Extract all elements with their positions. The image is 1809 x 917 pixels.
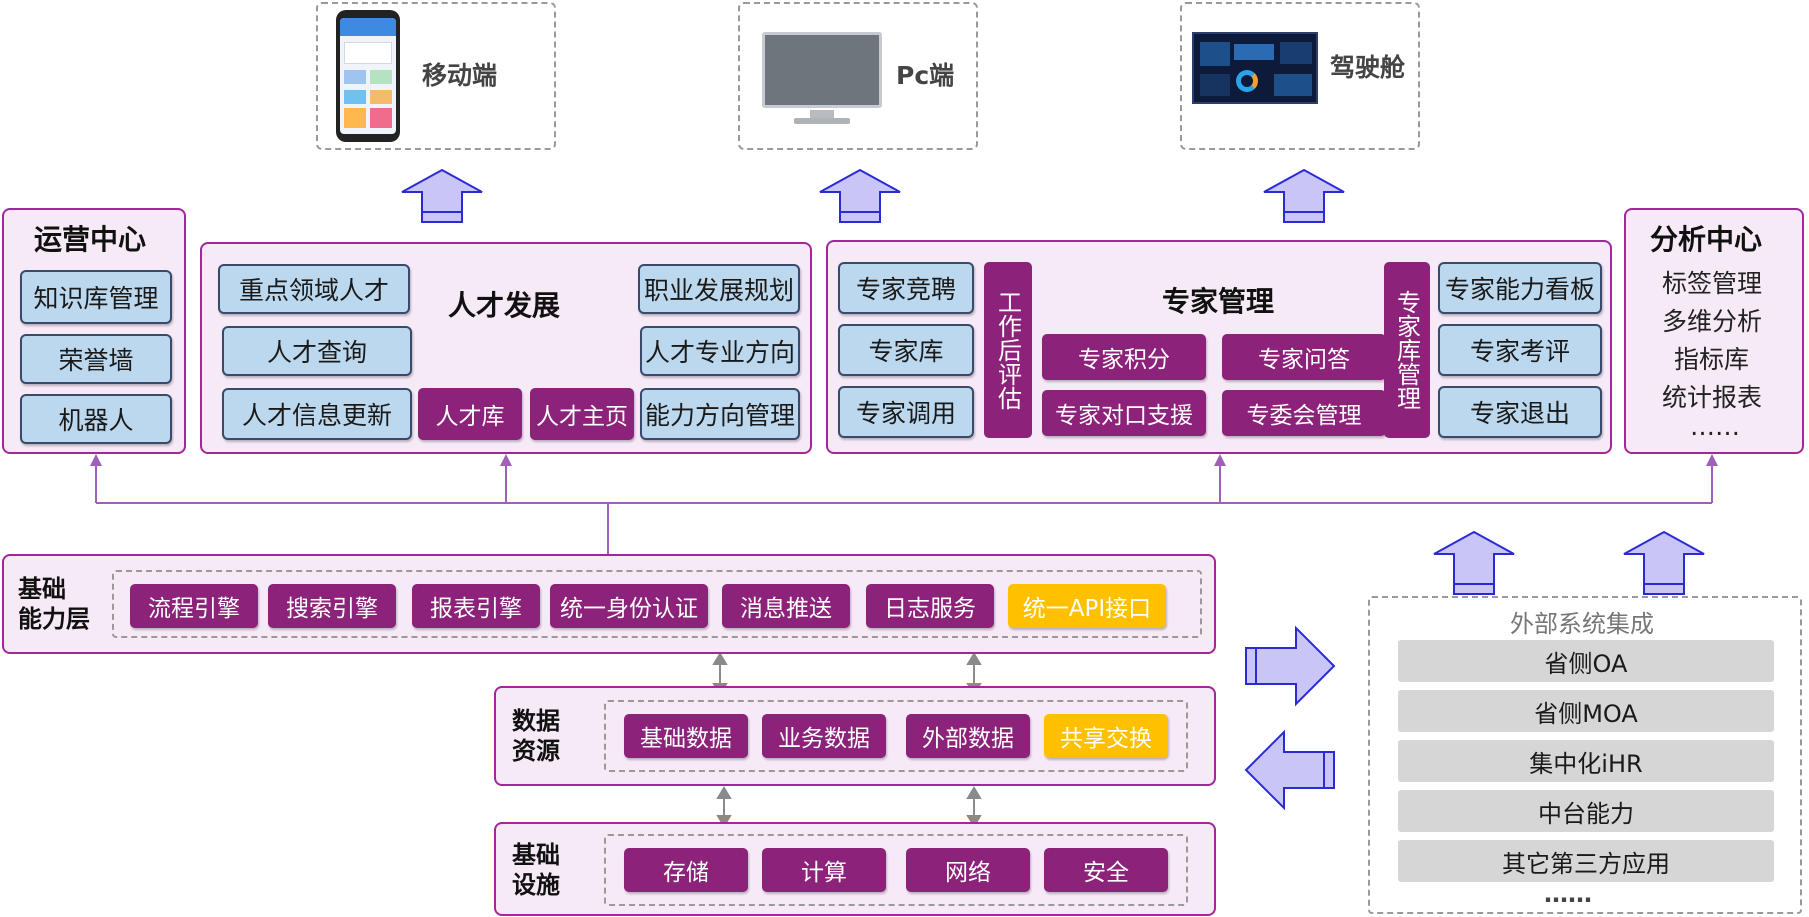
capability-item[interactable]: 搜索引擎	[268, 584, 396, 628]
capability-item[interactable]: 消息推送	[722, 584, 850, 628]
base-capability-panel: 基础 能力层 流程引擎 搜索引擎 报表引擎 统一身份认证 消息推送 日志服务 统…	[2, 554, 1216, 654]
data-item[interactable]: 基础数据	[624, 714, 748, 758]
infrastructure-panel: 基础 设施 存储 计算 网络 安全	[494, 822, 1216, 916]
infrastructure-label: 基础 设施	[512, 840, 560, 900]
external-item[interactable]: 省侧MOA	[1398, 690, 1774, 732]
capability-item[interactable]: 报表引擎	[412, 584, 540, 628]
external-panel: 外部系统集成 省侧OA 省侧MOA 集中化iHR 中台能力 其它第三方应用 ……	[1368, 596, 1802, 914]
up-arrow-external-1	[1432, 530, 1516, 596]
data-resources-panel: 数据 资源 基础数据 业务数据 外部数据 共享交换	[494, 686, 1216, 786]
external-ellipsis: ……	[1544, 880, 1592, 908]
capability-item[interactable]: 日志服务	[866, 584, 994, 628]
capability-item[interactable]: 统一身份认证	[550, 584, 708, 628]
infra-item[interactable]: 计算	[762, 848, 886, 892]
external-item[interactable]: 集中化iHR	[1398, 740, 1774, 782]
external-item[interactable]: 省侧OA	[1398, 640, 1774, 682]
data-item[interactable]: 业务数据	[762, 714, 886, 758]
right-arrow	[1244, 626, 1336, 706]
infra-item[interactable]: 网络	[906, 848, 1030, 892]
infra-item[interactable]: 安全	[1044, 848, 1168, 892]
data-resources-label: 数据 资源	[512, 706, 560, 766]
up-arrow-external-2	[1622, 530, 1706, 596]
share-exchange-item[interactable]: 共享交换	[1044, 714, 1168, 758]
data-item[interactable]: 外部数据	[906, 714, 1030, 758]
left-arrow	[1244, 730, 1336, 810]
base-capability-label: 基础 能力层	[18, 574, 90, 634]
external-item[interactable]: 其它第三方应用	[1398, 840, 1774, 882]
external-item[interactable]: 中台能力	[1398, 790, 1774, 832]
infra-item[interactable]: 存储	[624, 848, 748, 892]
capability-item[interactable]: 流程引擎	[130, 584, 258, 628]
api-interface-item[interactable]: 统一API接口	[1008, 584, 1166, 628]
external-title: 外部系统集成	[1510, 604, 1654, 639]
